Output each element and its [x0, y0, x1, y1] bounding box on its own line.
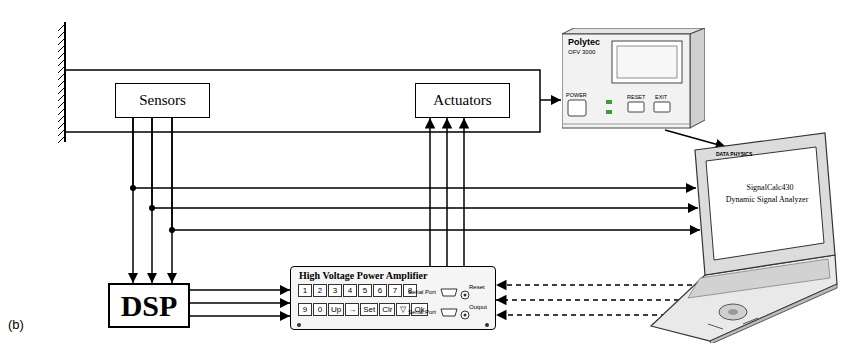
device-label: EXIT	[655, 94, 667, 100]
wall-hatching	[58, 24, 65, 143]
keypad-key: Clr	[379, 303, 395, 316]
port-label: Reset	[469, 284, 485, 291]
signal-arrow	[152, 118, 698, 208]
keypad-key: 6	[373, 284, 387, 297]
port-label: Serial Port	[408, 289, 436, 296]
port-label: Serial Port	[408, 309, 436, 316]
keypad-key: 9	[298, 303, 312, 316]
node-text: Dynamic Signal Analyzer	[712, 196, 822, 205]
node-text: Polytec	[568, 38, 600, 48]
keypad-key: 7	[388, 284, 402, 297]
signal-arrow	[463, 118, 465, 266]
node-text: Actuators	[433, 92, 491, 109]
node-text: Sensors	[139, 92, 186, 109]
keypad-key: 2	[313, 284, 327, 297]
junction-dot	[169, 227, 175, 233]
node-text: High Voltage Power Amplifier	[299, 270, 427, 281]
node-text: DSP	[121, 289, 178, 322]
node-text: SignalCalc430	[720, 184, 820, 193]
junction-dot	[130, 185, 136, 191]
laptop-illustration	[648, 128, 838, 343]
measurement-arrow	[540, 99, 561, 101]
laptop-analyzer: SignalCalc430Dynamic Signal Analyzer	[648, 128, 838, 344]
device-label: RESET	[627, 94, 645, 100]
keypad-key: 5	[358, 284, 372, 297]
keypad-key: 1	[298, 284, 312, 297]
keypad-key: 4	[343, 284, 357, 297]
keypad-key: Set	[360, 303, 378, 316]
actuator-box: Actuators	[415, 83, 510, 118]
cantilever-beam	[65, 70, 540, 132]
vibrometer-controller: PolytecOFV 3000	[562, 28, 705, 130]
signal-arrow	[429, 118, 431, 266]
power-amplifier: High Voltage Power Amplifier	[290, 266, 496, 330]
junction-dot	[149, 205, 155, 211]
device-label: DATA PHYSICS	[716, 152, 752, 158]
keypad-key: 3	[328, 284, 342, 297]
signal-arrow	[172, 118, 700, 230]
dsp-box: DSP	[108, 283, 190, 328]
control-arrow	[496, 314, 666, 316]
keypad-key: Up	[328, 303, 344, 316]
panel-tag: (b)	[8, 318, 24, 332]
signal-arrow	[665, 130, 726, 147]
port-label: Output	[469, 304, 487, 311]
keypad-row: 12345678	[298, 284, 417, 297]
signal-arrow	[190, 302, 290, 304]
device-label: POWER	[566, 92, 587, 98]
keypad-key: 0	[313, 303, 327, 316]
control-arrow	[496, 284, 692, 286]
control-arrow	[496, 299, 679, 301]
signal-arrow	[190, 315, 290, 317]
sensor-box: Sensors	[115, 83, 210, 118]
node-text: OFV 3000	[568, 49, 595, 56]
signal-arrow	[190, 289, 290, 291]
signal-arrow	[446, 118, 448, 266]
keypad-key: →	[345, 303, 359, 316]
